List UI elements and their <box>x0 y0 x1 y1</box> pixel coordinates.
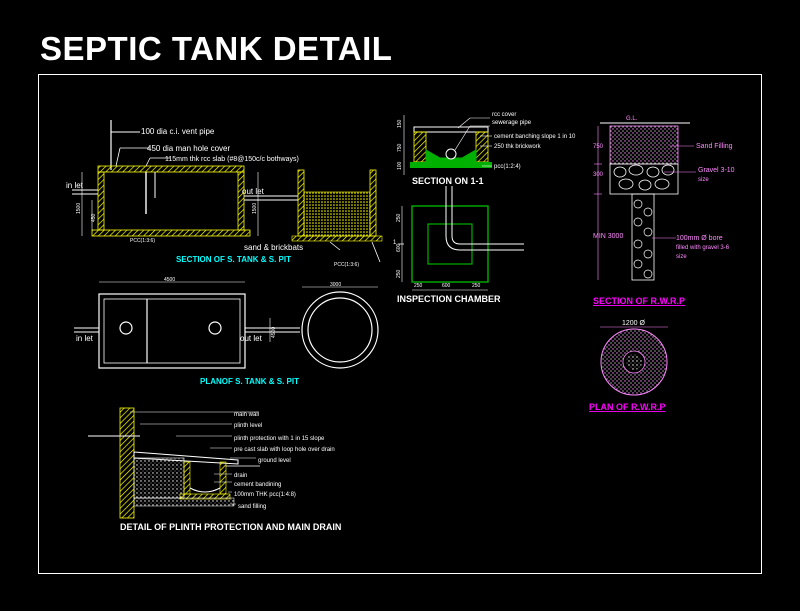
plinth-label-3: plinth protection with 1 in 15 slope <box>234 436 325 442</box>
ic-pipe-label: 1 <box>393 240 397 246</box>
drawing-frame <box>38 74 762 574</box>
dim-3: 1500 <box>252 203 258 214</box>
rwrp-plan-caption: PLAN OF R.W.R.P <box>589 402 666 412</box>
ic-side-dim-1: 250 <box>396 213 402 222</box>
vent-pipe-label: 100 dia c.i. vent pipe <box>141 127 215 136</box>
dim-2: 450 <box>91 213 97 222</box>
septic-tank-section: 100 dia c.i. vent pipe 450 dia man hole … <box>66 120 383 268</box>
plan-inlet-label: in let <box>76 334 94 343</box>
plinth-label-4: pre cast slab with loop hole over drain <box>234 447 335 453</box>
rwrp-section-caption: SECTION OF R.W.R.P <box>593 296 685 306</box>
plinth-label-6: drain <box>234 473 247 479</box>
rwrp-bore-1: 100mm Ø bore <box>676 235 723 242</box>
rwrp-plan-dim: 1200 Ø <box>622 320 646 327</box>
septic-section-caption: SECTION OF S. TANK & S. PIT <box>176 255 291 264</box>
s11-label-2: sewerage pipe <box>492 120 532 126</box>
plinth-label-1: main wall <box>234 412 259 418</box>
plan-width-dim: 4500 <box>164 277 175 283</box>
plinth-label-8: 100mm THK pcc(1:4:8) <box>234 492 296 498</box>
plan-dim-v: 4500 <box>271 327 277 338</box>
rwrp-dim-3: MIN 3000 <box>593 233 623 240</box>
s11-label-3: cement banching slope 1 in 10 <box>494 134 576 140</box>
pit-plan-dim: 3000 <box>330 282 341 288</box>
pcc-pit-label: PCC(1:3:6) <box>334 262 359 268</box>
rwrp-dim-1: 750 <box>593 144 604 150</box>
ic-side-dim-2: 600 <box>396 243 402 252</box>
septic-tank-plan: 4500 in let out let 4500 3000 PLANOF S. … <box>74 277 379 386</box>
s11-label-5: pcc(1:2:4) <box>494 164 521 170</box>
rwrp-bore-2: filled with gravel 3-6 <box>676 245 730 251</box>
s11-label-4: 250 thk brickwork <box>494 144 542 150</box>
outlet-label: out let <box>242 187 265 196</box>
plinth-label-7: cement bandining <box>234 482 281 488</box>
plinth-caption: DETAIL OF PLINTH PROTECTION AND MAIN DRA… <box>120 522 341 532</box>
dim-1: 1500 <box>76 203 82 214</box>
ic-dim-2: 600 <box>442 283 451 289</box>
rwrp-gravel-size: size <box>698 177 709 183</box>
rwrp-dim-2: 300 <box>593 172 604 178</box>
ic-dim-1: 250 <box>414 283 423 289</box>
page-title: SEPTIC TANK DETAIL <box>40 30 393 67</box>
ic-side-dim-3: 250 <box>396 269 402 278</box>
inspection-chamber-caption: INSPECTION CHAMBER <box>397 294 501 304</box>
plan-outlet-label: out let <box>240 334 263 343</box>
rwrp-plan: 1200 Ø PLAN OF R.W.R.P <box>589 320 668 412</box>
plinth-label-2: plinth level <box>234 423 262 429</box>
ic-dim-3: 250 <box>472 283 481 289</box>
plinth-detail: main wall plinth level plinth protection… <box>88 407 341 532</box>
rwrp-gl-label: G.L. <box>626 116 638 122</box>
manhole-label: 450 dia man hole cover <box>147 144 231 153</box>
plinth-label-5: ground level <box>258 458 291 464</box>
s11-label-1: rcc cover <box>492 112 516 118</box>
section-1-1: rcc cover sewerage pipe cement banching … <box>397 112 576 186</box>
pcc-label: PCC(1:3:6) <box>130 238 155 244</box>
section-1-1-caption: SECTION ON 1-1 <box>412 176 484 186</box>
inspection-chamber: 1 250 600 250 250 600 250 INSPECTION CHA… <box>393 186 524 304</box>
slab-label: 115mm thk rcc slab (#8@150c/c bothways) <box>165 156 299 163</box>
rwrp-gravel-label: Gravel 3-10 <box>698 167 735 174</box>
rwrp-bore-3: size <box>676 254 687 260</box>
inlet-label: in let <box>66 181 84 190</box>
rwrp-section: G.L. Sand Filling Gravel 3-10 size 100mm… <box>593 116 735 306</box>
sand-brickbats-label: sand & brickbats <box>244 243 303 252</box>
s11-dim-1: 150 <box>397 119 403 128</box>
s11-dim-3: 100 <box>397 161 403 170</box>
septic-plan-caption: PLANOF S. TANK & S. PIT <box>200 377 299 386</box>
rwrp-sand-label: Sand Filling <box>696 143 733 150</box>
s11-dim-2: 750 <box>397 143 403 152</box>
plinth-label-9: sand filling <box>238 504 266 510</box>
